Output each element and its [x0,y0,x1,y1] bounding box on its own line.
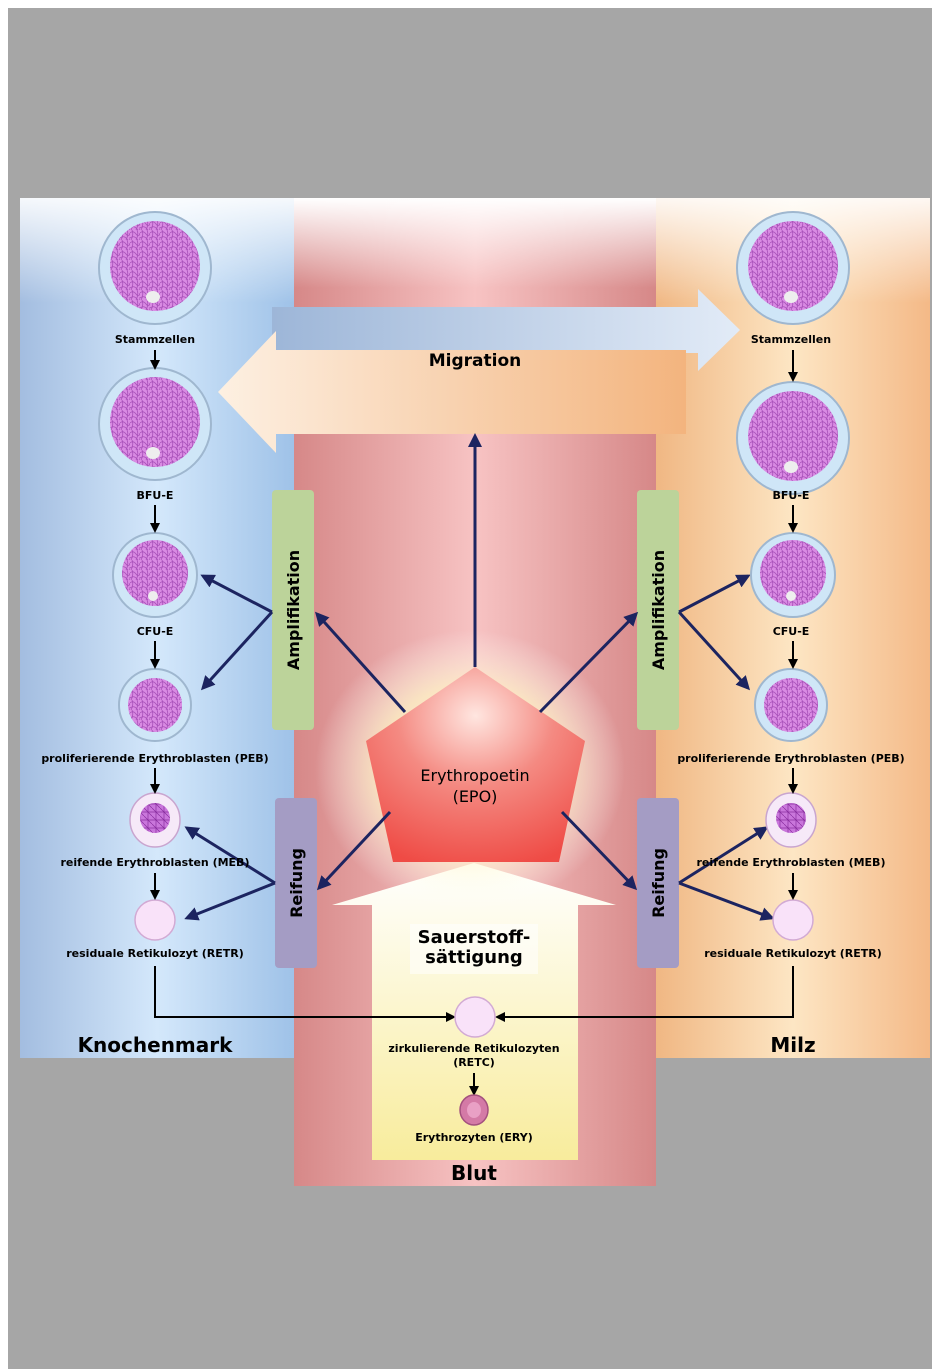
retr-label-right: residuale Retikulozyt (RETR) [704,947,882,960]
retr-cell-right [773,900,813,940]
bfu-label-right: BFU-E [773,489,810,502]
cfu-label-right: CFU-E [773,625,810,638]
amplification-box-right: Amplifikation [637,490,679,730]
maturation-box-right: Reifung [637,798,679,968]
amplification-label-right: Amplifikation [649,550,668,670]
epo-label-line2: (EPO) [453,787,498,806]
oxygen-label-line2: sättigung [425,947,523,968]
meb-label-right: reifende Erythroblasten (MEB) [697,856,886,869]
retr-cell-left [135,900,175,940]
amplification-box-left: Amplifikation [272,490,314,730]
cfu-label-left: CFU-E [137,625,174,638]
peb-label-left: proliferierende Erythroblasten (PEB) [41,752,268,765]
retc-label-line1: zirkulierende Retikulozyten [388,1042,559,1055]
region-title-spleen: Milz [770,1033,815,1057]
retc-cell [455,997,495,1037]
stem-cell-label-left: Stammzellen [115,333,195,346]
retc-label-line2: (RETC) [453,1056,495,1069]
region-title-blood: Blut [451,1161,497,1185]
epo-label-line1: Erythropoetin [420,766,529,785]
peb-label-right: proliferierende Erythroblasten (PEB) [677,752,904,765]
maturation-label-right: Reifung [649,848,668,918]
bfu-label-left: BFU-E [137,489,174,502]
meb-label-left: reifende Erythroblasten (MEB) [61,856,250,869]
region-title-bone-marrow: Knochenmark [78,1033,234,1057]
maturation-label-left: Reifung [287,848,306,918]
oxygen-label-line1: Sauerstoff- [418,927,531,948]
maturation-box-left: Reifung [275,798,317,968]
retr-label-left: residuale Retikulozyt (RETR) [66,947,244,960]
amplification-label-left: Amplifikation [284,550,303,670]
migration-label: Migration [429,351,522,371]
stem-cell-label-right: Stammzellen [751,333,831,346]
ery-label: Erythrozyten (ERY) [415,1131,533,1144]
